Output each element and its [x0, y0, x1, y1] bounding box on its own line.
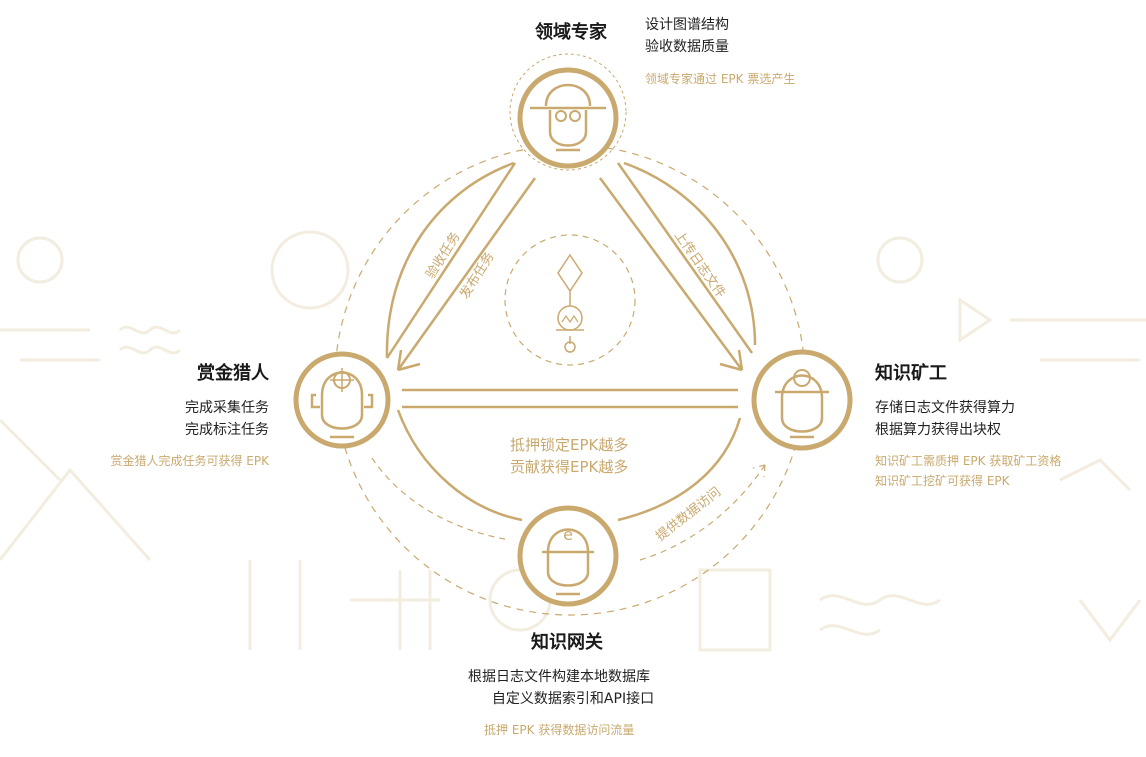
miner-line-2: 根据算力获得出块权	[875, 422, 1001, 438]
hunter-line-2: 完成标注任务	[185, 422, 269, 438]
gateway-note: 抵押 EPK 获得数据访问流量	[484, 723, 635, 737]
hunter-note: 赏金猎人完成任务可获得 EPK	[110, 454, 269, 468]
connections	[334, 144, 806, 616]
expert-avatar-icon	[509, 53, 627, 171]
inner-dashed-ring	[504, 234, 636, 366]
expert-note: 领域专家通过 EPK 票选产生	[645, 72, 796, 86]
hunter-line-1: 完成采集任务	[185, 400, 269, 416]
svg-text:e: e	[563, 525, 573, 544]
miner-note-1: 知识矿工需质押 EPK 获取矿工资格	[875, 454, 1062, 468]
miner-avatar-icon	[751, 349, 853, 451]
center-text-1: 抵押锁定EPK越多	[510, 436, 629, 454]
hunter-avatar-icon	[293, 351, 391, 449]
avatars: e	[293, 53, 853, 607]
gateway-title: 知识网关	[531, 632, 603, 653]
gateway-line-1: 根据日志文件构建本地数据库	[468, 669, 650, 685]
miner-line-1: 存储日志文件获得算力	[875, 400, 1015, 416]
gateway-avatar-icon: e	[517, 505, 619, 607]
center-text-2: 贡献获得EPK越多	[510, 458, 629, 476]
hunter-title: 赏金猎人	[197, 363, 269, 384]
expert-line-1: 设计图谱结构	[645, 17, 729, 33]
miner-title: 知识矿工	[875, 363, 947, 384]
expert-line-2: 验收数据质量	[645, 39, 729, 55]
expert-title: 领域专家	[535, 22, 607, 43]
background-decoration	[0, 230, 1146, 652]
miner-note-2: 知识矿工挖矿可获得 EPK	[875, 474, 1010, 488]
gateway-line-2: 自定义数据索引和API接口	[491, 691, 655, 707]
